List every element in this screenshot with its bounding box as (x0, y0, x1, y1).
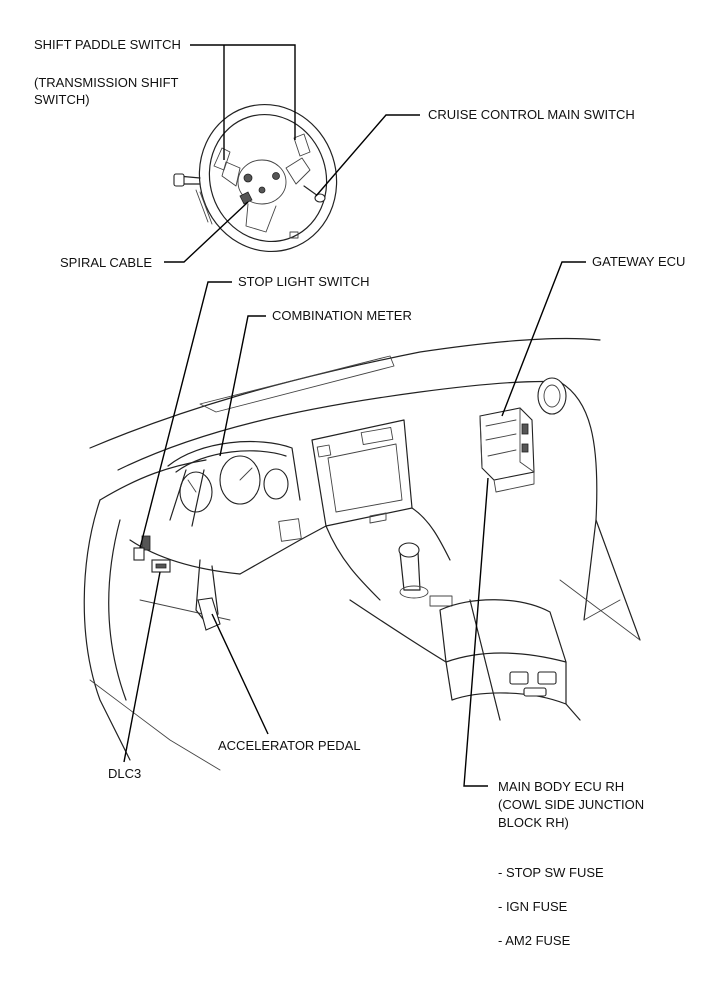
label-fuse-ign: - IGN FUSE (498, 899, 568, 914)
label-dlc3: DLC3 (108, 766, 142, 781)
label-main-body-ecu-line3: BLOCK RH) (498, 815, 569, 830)
label-fuse-am2: - AM2 FUSE (498, 933, 571, 948)
label-shift-paddle-switch: SHIFT PADDLE SWITCH (34, 37, 181, 52)
label-transmission-shift-line2: SWITCH) (34, 92, 90, 107)
label-main-body-ecu-line1: MAIN BODY ECU RH (498, 779, 625, 794)
leader-lines (123, 44, 586, 787)
label-fuse-stop-sw: - STOP SW FUSE (498, 865, 604, 880)
label-accelerator-pedal: ACCELERATOR PEDAL (218, 738, 361, 753)
label-combination-meter: COMBINATION METER (272, 308, 412, 323)
dashboard-drawing (83, 337, 641, 771)
label-cruise-control-main-switch: CRUISE CONTROL MAIN SWITCH (428, 107, 635, 122)
label-spiral-cable: SPIRAL CABLE (60, 255, 153, 270)
steering-wheel-drawing (173, 103, 338, 253)
label-main-body-ecu-line2: (COWL SIDE JUNCTION (498, 797, 645, 812)
gateway-ecu-drawing (479, 407, 535, 493)
label-transmission-shift-line1: (TRANSMISSION SHIFT (34, 75, 179, 90)
label-gateway-ecu: GATEWAY ECU (592, 254, 686, 269)
label-stop-light-switch: STOP LIGHT SWITCH (238, 274, 370, 289)
